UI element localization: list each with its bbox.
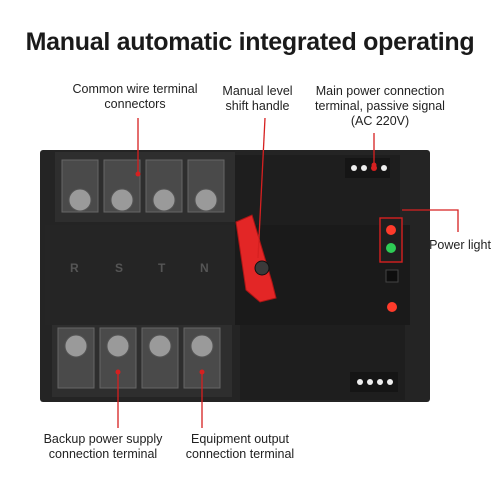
marking-panel	[45, 225, 235, 325]
marking-t: T	[158, 261, 166, 275]
callout-dot-icon	[115, 369, 121, 375]
marking-r: R	[70, 261, 79, 275]
mode-switch	[385, 269, 399, 283]
power-light-green-icon	[386, 243, 396, 253]
indicator-light-icon	[387, 302, 397, 312]
terminal-screw-icon	[381, 165, 387, 171]
label-equipment-output: Equipment output connection terminal	[185, 432, 295, 461]
terminal-screw-icon	[377, 379, 383, 385]
handle-pivot-icon	[254, 260, 270, 276]
screw-icon	[190, 334, 214, 358]
label-common-wire: Common wire terminal connectors	[72, 82, 198, 111]
label-main-power: Main power connection terminal, passive …	[315, 84, 445, 128]
screw-icon	[110, 188, 134, 212]
output-terminal-block	[350, 372, 398, 392]
terminal-screw-icon	[357, 379, 363, 385]
top-terminals	[61, 159, 225, 213]
callout-dot-icon	[371, 162, 377, 168]
terminal-screw-icon	[361, 165, 367, 171]
screw-icon	[64, 334, 88, 358]
callout-dot-icon	[135, 171, 141, 177]
bottom-terminals	[57, 327, 221, 389]
power-light-red-icon	[386, 225, 396, 235]
label-manual-handle: Manual level shift handle	[222, 84, 293, 113]
terminal-screw-icon	[387, 379, 393, 385]
screw-icon	[148, 334, 172, 358]
signal-terminal-block	[345, 158, 390, 178]
screw-icon	[194, 188, 218, 212]
callout-dot-icon	[199, 369, 205, 375]
marking-s: S	[115, 261, 123, 275]
power-light-frame	[379, 217, 403, 263]
screw-icon	[152, 188, 176, 212]
callout-handle	[257, 117, 266, 259]
terminal-screw-icon	[351, 165, 357, 171]
handle-lever[interactable]	[235, 214, 277, 303]
callout-lines	[117, 117, 459, 428]
manual-shift-handle[interactable]	[235, 214, 277, 303]
screw-icon	[68, 188, 92, 212]
top-terminal	[187, 159, 225, 213]
screw-icon	[106, 334, 130, 358]
page-title: Manual automatic integrated operating	[25, 28, 475, 56]
callout-power-light	[402, 209, 459, 232]
label-backup-power: Backup power supply connection terminal	[43, 432, 163, 461]
terminal-screw-icon	[367, 379, 373, 385]
label-power-light: Power light	[429, 238, 491, 252]
marking-n: N	[200, 261, 209, 275]
